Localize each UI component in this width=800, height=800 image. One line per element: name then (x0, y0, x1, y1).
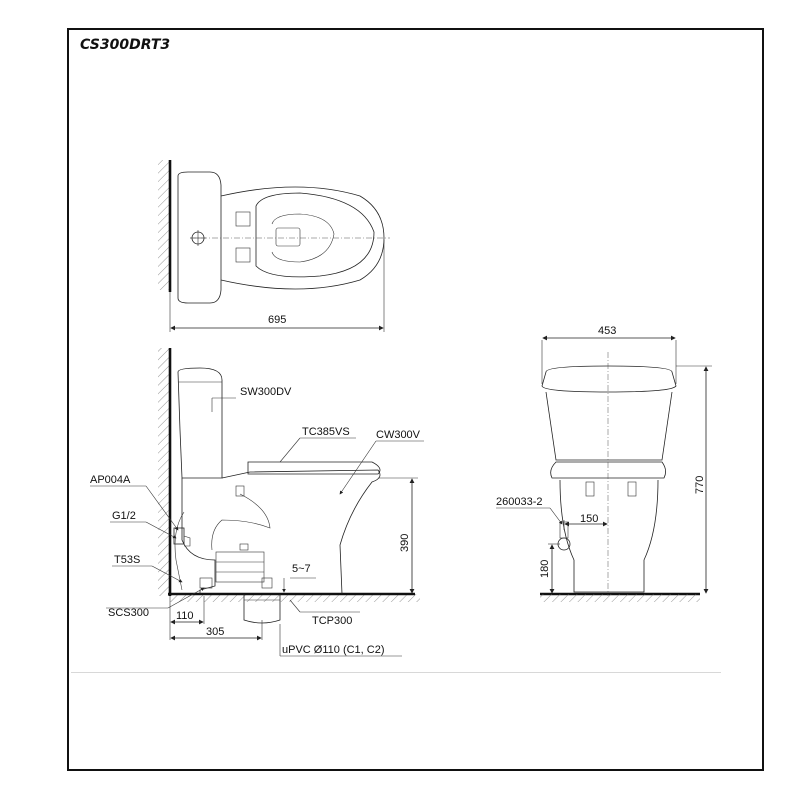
wall-hatch-top (158, 160, 170, 290)
dim-supply-offset: 150 (580, 513, 598, 525)
drain-outlet-top (275, 227, 301, 247)
side-view: 390 110 305 5~7 (158, 348, 420, 641)
seat-hinge-side (235, 485, 245, 497)
label-pipe: uPVC Ø110 (C1, C2) (282, 644, 385, 656)
wall-hatch-side (158, 348, 170, 596)
bowl-side-rear (181, 478, 216, 594)
trap-side (215, 551, 265, 583)
label-screws: SCS300 (108, 607, 149, 619)
label-hose: T53S (114, 554, 140, 566)
tank-top-outline (177, 171, 222, 304)
label-flange: TCP300 (312, 615, 352, 627)
tank-body-front (545, 391, 673, 461)
drawing-frame (67, 28, 764, 771)
front-view: 453 770 150 180 260033-2 (496, 325, 712, 602)
dim-width: 453 (598, 325, 616, 337)
label-tank-lid: SW300DV (240, 386, 292, 398)
hinge-bottom (235, 247, 251, 263)
dim-rough-in: 305 (206, 626, 224, 638)
bowl-side-front (221, 469, 381, 595)
side-labels: SW300DV TC385VS CW300V AP004A G1/2 T53S … (90, 386, 424, 657)
dim-bowl-height: 390 (399, 534, 411, 552)
label-seat: TC385VS (302, 426, 350, 438)
dim-top-length: 695 (268, 314, 286, 326)
floor-hatch-front (540, 594, 700, 602)
dim-supply-height: 180 (539, 560, 551, 578)
hinge-top (235, 211, 251, 227)
label-valve-front: 260033-2 (496, 496, 543, 508)
dim-total-height: 770 (694, 476, 706, 494)
model-title: CS300DRT3 (80, 37, 171, 53)
bowl-top-outline (220, 186, 385, 290)
separator-line (71, 672, 721, 673)
label-thread: G1/2 (112, 510, 136, 522)
tank-side (177, 367, 223, 479)
dim-wall-gap: 110 (176, 610, 194, 622)
hose (174, 511, 185, 591)
bowl-front (559, 479, 659, 593)
top-view: 695 (158, 160, 390, 332)
label-bowl: CW300V (376, 429, 421, 441)
seat-front (550, 461, 666, 479)
floor-hatch-side (170, 594, 420, 602)
tank-lid-front (541, 365, 677, 393)
seat-outline (255, 192, 375, 278)
dim-gap-5-7: 5~7 (292, 563, 311, 575)
label-angle-valve: AP004A (90, 474, 131, 486)
seat-side (247, 461, 381, 475)
